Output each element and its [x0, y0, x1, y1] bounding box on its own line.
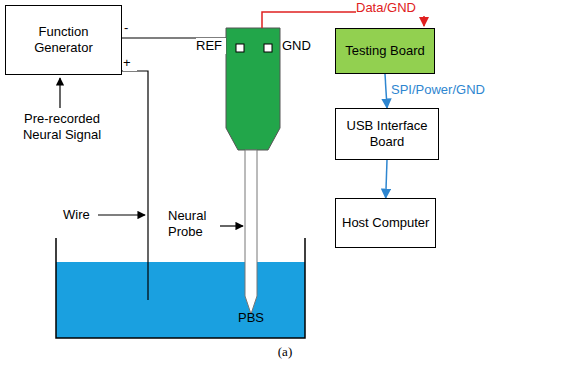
box-text: Host Computer: [338, 213, 433, 233]
signal-label: Pre-recorded Neural Signal: [16, 111, 108, 143]
probe-needle: [245, 150, 257, 314]
signal-label: Data/GND: [356, 0, 426, 16]
wire-leader: [98, 214, 145, 215]
computer-box: Host Computer: [335, 198, 436, 248]
probe-leader: [220, 225, 243, 226]
pin-label: REF: [196, 38, 226, 54]
part-label: Neural Probe: [168, 208, 218, 240]
beaker-outline: [56, 238, 305, 338]
ref-pad: [236, 44, 244, 52]
bus-arrow: [385, 74, 387, 108]
interface-box: USB Interface Board: [335, 108, 439, 160]
liquid-label: PBS: [238, 310, 272, 326]
plus-wire: [119, 71, 148, 300]
gnd-pad: [264, 44, 272, 52]
terminal-sign: -: [124, 20, 136, 36]
pbs-liquid: [56, 262, 305, 338]
box-text: USB Interface Board: [336, 116, 438, 152]
box-text: Testing Board: [341, 41, 429, 61]
testing-board-box: Testing Board: [335, 28, 435, 74]
terminal-sign: +: [123, 55, 137, 71]
part-label: Wire: [63, 207, 97, 223]
bus-arrow: [386, 160, 387, 198]
bus-label: SPI/Power/GND: [391, 82, 485, 98]
instrument-box: Function Generator: [5, 5, 122, 75]
probe-board: [226, 28, 280, 150]
signal-arrow: [59, 78, 60, 108]
box-text: Function Generator: [6, 22, 121, 58]
pin-label: GND: [282, 38, 316, 54]
figure-caption: (a): [0, 344, 570, 360]
